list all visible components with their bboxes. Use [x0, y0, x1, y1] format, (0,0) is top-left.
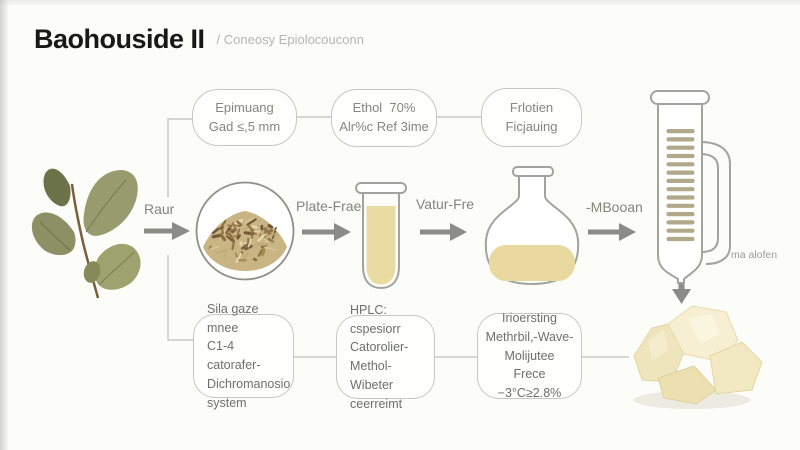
box-line: Catorolier- [350, 340, 409, 355]
page-edge-shadow [0, 0, 9, 450]
box-line: Methol-Wibeter [350, 359, 394, 392]
box-line: Gad ≤,5 mm [208, 118, 281, 134]
label-raw-material: Raur [144, 201, 175, 217]
step-box-drying: Irioersting Methrbil,-Wave- Molijutee Fr… [477, 311, 582, 400]
chromatography-column [650, 90, 731, 284]
label-concentrate: Vatur-Fre [416, 196, 475, 212]
box-line: Methrbil,-Wave- [485, 329, 574, 344]
herb-speckles [208, 217, 279, 264]
label-extract: Plate-Frae [296, 198, 362, 214]
flow-arrows [144, 222, 691, 304]
box-line: Epimuang [215, 99, 274, 115]
step-box-milling: Epimuang Gad ≤,5 mm [192, 89, 297, 146]
connector-lines [167, 116, 629, 358]
connector-elbow-bottom-left [167, 255, 193, 341]
step-box-filtration: Frlotien Ficjauing [481, 88, 582, 147]
dried-herb-circle [195, 181, 295, 281]
box-line: Alr%c Ref 3ime [339, 119, 429, 134]
box-line: Molijutee [504, 348, 555, 363]
column-handle-outer [699, 141, 731, 265]
box-line: C1-4 catorafer- [207, 339, 261, 372]
step-box-hplc: HPLC: cspesiorr Catorolier- Methol-Wibet… [336, 303, 435, 411]
leaf-bud [83, 261, 101, 283]
column-handle-inner [699, 153, 719, 253]
arrow-raw-to-herb [144, 222, 190, 240]
connector-elbow-top-left [167, 118, 192, 197]
step-box-ethanol: Ethol 70% Alr%c Ref 3ime [331, 89, 437, 147]
header: Baohouside II / Coneosy Epiolocouconn [34, 24, 364, 55]
flask-liquid [489, 245, 575, 281]
step-box-silica-system: Sila gaze mnee C1-4 catorafer- Dichroman… [193, 302, 294, 410]
test-tube-illustration [355, 182, 407, 290]
arrow-flask-to-column [588, 223, 636, 241]
column-packing-stripes [666, 129, 695, 242]
box-line: HPLC: cspesiorr [350, 302, 401, 336]
page-title: Baohouside II [34, 24, 205, 54]
label-column-feed: -MBooan [586, 199, 643, 215]
box-line: Frece −3°C≥2.8% [497, 367, 562, 401]
box-line: Irioersting [502, 311, 557, 326]
box-line: Dichromanosio [207, 376, 291, 391]
arrow-column-to-crystal [672, 277, 691, 304]
box-line: Ficjauing [505, 118, 558, 134]
leaf-branch-illustration [31, 168, 141, 299]
flask-illustration [484, 166, 580, 286]
crystal-product-illustration [633, 305, 763, 409]
box-line: ceerreimt [350, 396, 403, 411]
box-line: Ethol 70% [352, 100, 416, 116]
tube-liquid [366, 206, 396, 285]
box-line: Frlotien [509, 99, 554, 115]
leaf-small-dark [43, 168, 71, 207]
leaf-upper-right [83, 170, 138, 236]
box-line: Sila gaze mnee [207, 301, 262, 335]
column-top-flange [650, 90, 710, 105]
arrow-tube-to-flask [420, 223, 467, 241]
label-column-note: ma alofen [731, 249, 778, 261]
page-top-shadow [0, 0, 800, 6]
leaf-left [31, 212, 76, 256]
arrow-herb-to-tube [302, 223, 351, 241]
box-line: system [207, 395, 247, 410]
page-subtitle: / Coneosy Epiolocouconn [216, 32, 364, 47]
